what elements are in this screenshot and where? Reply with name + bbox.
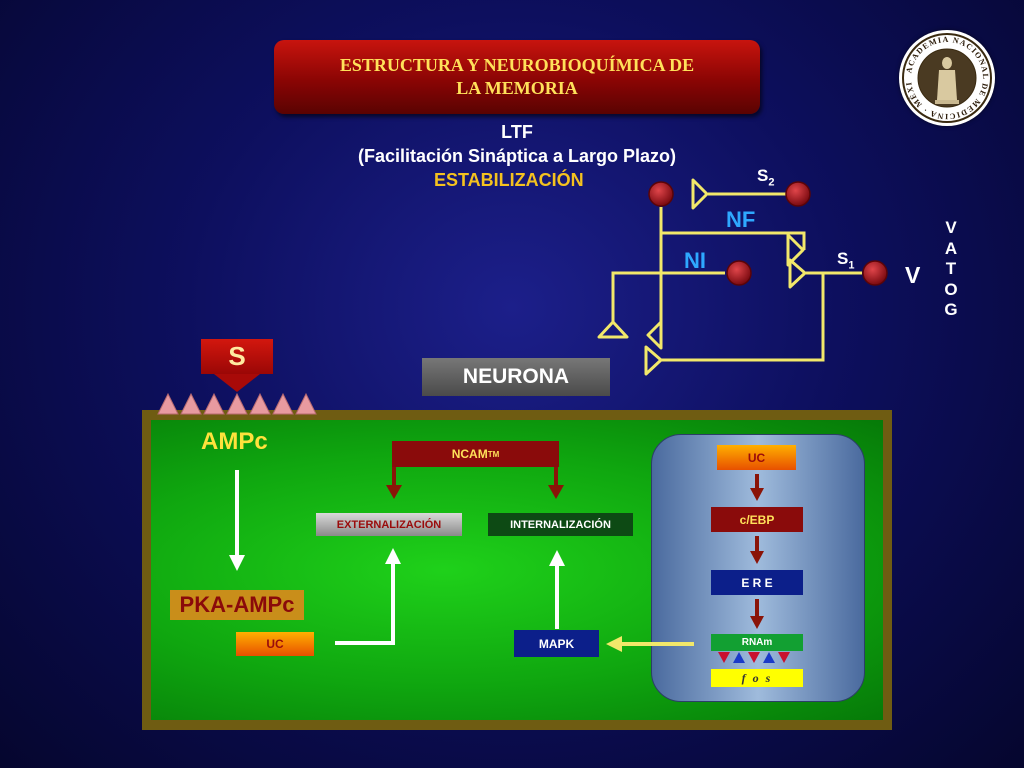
receptor-triangle (272, 392, 294, 415)
feedback-axon (661, 273, 825, 362)
receptor-triangle (249, 392, 271, 415)
title-banner: ESTRUCTURA Y NEUROBIOQUÍMICA DE LA MEMOR… (274, 40, 760, 114)
nuc-arrow-3-shaft (755, 599, 759, 618)
ampc-pka-arrow-shaft (235, 470, 239, 557)
receptor-triangle (295, 392, 317, 415)
mapk-int-arrow-shaft (555, 565, 559, 629)
uc-cytoplasm-box: UC (236, 632, 314, 656)
fos-gene-box: f o s (711, 669, 803, 687)
nuc-arrow-1-shaft (755, 474, 759, 490)
s2-label: S2 (757, 166, 775, 189)
pka-ampc-label: PKA-AMPc (170, 590, 304, 620)
ncam-left-arrow-head (386, 485, 402, 499)
ni-terminal (597, 320, 629, 339)
ncam-right-arrow-head (548, 485, 564, 499)
nf-terminal (786, 233, 805, 267)
nuc-arrow-1-head (750, 488, 764, 501)
uc-ext-arrow-head (385, 548, 401, 564)
ampc-label: AMPc (201, 428, 268, 455)
nf-lower-terminal (646, 320, 663, 350)
vatog-letter: A (944, 238, 958, 258)
vatog-letter: T (945, 259, 957, 278)
mapk-int-arrow-head (549, 550, 565, 566)
nuc-arrow-2-head (750, 551, 764, 564)
s1-label: S1 (837, 249, 855, 272)
title-line-1: ESTRUCTURA Y NEUROBIOQUÍMICA DE (339, 55, 695, 75)
nf-branch (661, 231, 806, 250)
internalizacion-box: INTERNALIZACIÓN (488, 513, 633, 536)
s1-synapse (862, 260, 888, 286)
v-label: V (905, 262, 921, 288)
uc-ext-arrow-v (391, 562, 395, 645)
nf-synapse (648, 181, 674, 207)
nucleus-mapk-arrow-shaft (620, 642, 694, 646)
stimulus-pointer (214, 374, 260, 392)
vatog-letter: V (945, 218, 957, 237)
ncam-left-arrow-shaft (392, 467, 396, 487)
feedback-terminal (644, 345, 663, 376)
rnam-triangles (718, 652, 790, 663)
s1-terminal (788, 258, 807, 289)
vatog-letter: O (944, 279, 958, 299)
receptor-triangle (203, 392, 225, 415)
vatog-label: V A T O G (942, 218, 960, 321)
nucleus-mapk-arrow-head (606, 636, 622, 652)
externalizacion-box: EXTERNALIZACIÓN (316, 513, 462, 536)
rnam-box: RNAm (711, 634, 803, 651)
uc-ext-arrow-h (335, 641, 395, 645)
title-line-2: LA MEMORIA (456, 78, 578, 98)
s2-terminal (691, 178, 709, 210)
cebp-box: c/EBP (711, 507, 803, 532)
stimulus-box: S (201, 339, 273, 374)
ni-axon (611, 271, 725, 322)
ere-box: E R E (711, 570, 803, 595)
academy-seal-icon: ACADEMIA NACIONAL DE MEDICINA · MÉXICO · (895, 23, 995, 126)
uc-nucleus-box: UC (717, 445, 796, 470)
nf-label: NF (726, 207, 756, 232)
ni-label: NI (684, 248, 706, 273)
s2-synapse (785, 181, 811, 207)
mapk-box: MAPK (514, 630, 599, 657)
vatog-letter: G (944, 300, 958, 319)
ni-synapse (726, 260, 752, 286)
nuc-arrow-2-shaft (755, 536, 759, 553)
nuc-arrow-3-head (750, 616, 764, 629)
receptor-triangle (226, 392, 248, 415)
receptor-triangle (180, 392, 202, 415)
ltf-label: LTF (501, 122, 533, 142)
ltf-subtitle: (Facilitación Sináptica a Largo Plazo) (357, 146, 677, 166)
ncam-right-arrow-shaft (554, 467, 558, 487)
stage-label: ESTABILIZACIÓN (434, 170, 584, 190)
ampc-pka-arrow-head (229, 555, 245, 571)
receptor-triangle (157, 392, 179, 415)
neurona-label: NEURONA (422, 358, 610, 396)
